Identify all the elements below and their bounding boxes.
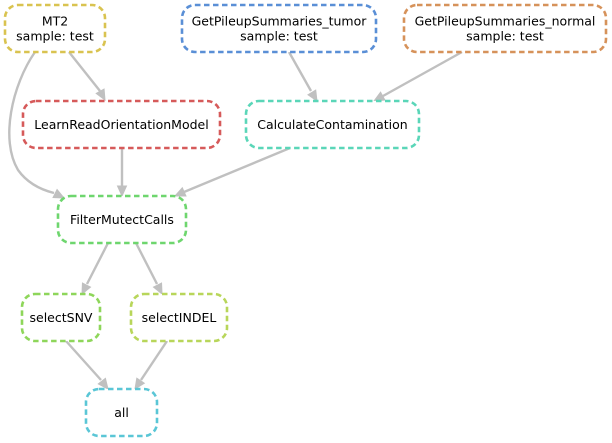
node-title: GetPileupSummaries_tumor — [192, 14, 368, 29]
edge-indel-to-all — [134, 340, 168, 391]
edge-line — [65, 340, 102, 381]
arrowhead-icon — [173, 186, 187, 197]
node-title: selectSNV — [30, 310, 93, 325]
edge-line — [140, 340, 168, 381]
node-indel[interactable]: selectINDEL — [129, 292, 229, 343]
node-box — [244, 99, 421, 150]
arrowhead-icon — [152, 282, 163, 296]
node-snv[interactable]: selectSNV — [20, 292, 102, 343]
node-title: all — [114, 405, 129, 420]
arrowhead-icon — [52, 188, 66, 199]
edge-filter-to-indel — [134, 242, 163, 296]
edges-layer — [8, 50, 463, 391]
edge-mt2-to-learn — [68, 51, 106, 102]
arrowhead-icon — [372, 91, 386, 102]
node-box — [20, 292, 102, 343]
node-title: selectINDEL — [142, 310, 217, 325]
edge-line — [287, 51, 313, 92]
node-title: GetPileupSummaries_normal — [415, 14, 596, 29]
edge-filter-to-snv — [81, 242, 110, 296]
node-title: CalculateContamination — [257, 117, 407, 132]
node-learn[interactable]: LearnReadOrientationModel — [21, 99, 222, 150]
node-box — [56, 194, 188, 245]
node-calc[interactable]: CalculateContamination — [244, 99, 421, 150]
node-box — [180, 3, 378, 54]
edge-line — [68, 51, 101, 92]
node-sample-label: sample: test — [16, 29, 94, 44]
arrowhead-icon — [116, 185, 128, 198]
node-sample-label: sample: test — [240, 29, 318, 44]
edge-learn-to-filter — [116, 148, 128, 198]
arrowhead-icon — [97, 377, 109, 390]
node-title: MT2 — [42, 14, 68, 29]
node-all[interactable]: all — [84, 387, 159, 438]
arrowhead-icon — [134, 377, 146, 391]
edge-line — [382, 50, 463, 98]
node-box — [84, 387, 159, 438]
edge-gps_normal-to-calc — [372, 50, 463, 102]
edge-gps_tumor-to-calc — [287, 51, 318, 103]
node-title: LearnReadOrientationModel — [34, 117, 208, 132]
edge-calc-to-filter — [173, 146, 291, 197]
node-filter[interactable]: FilterMutectCalls — [56, 194, 188, 245]
node-sample-label: sample: test — [466, 29, 544, 44]
node-title: FilterMutectCalls — [70, 212, 174, 227]
edge-snv-to-all — [65, 340, 109, 390]
edge-line — [183, 146, 291, 194]
node-box — [21, 99, 222, 150]
arrowhead-icon — [95, 88, 106, 102]
node-box — [3, 3, 107, 54]
edge-mt2-to-filter — [8, 51, 66, 199]
node-box — [402, 3, 608, 54]
arrowhead-icon — [307, 89, 318, 103]
edge-line — [134, 242, 159, 285]
edge-line — [85, 242, 110, 285]
edge-line — [8, 51, 55, 195]
arrowhead-icon — [81, 282, 92, 296]
node-box — [129, 292, 229, 343]
